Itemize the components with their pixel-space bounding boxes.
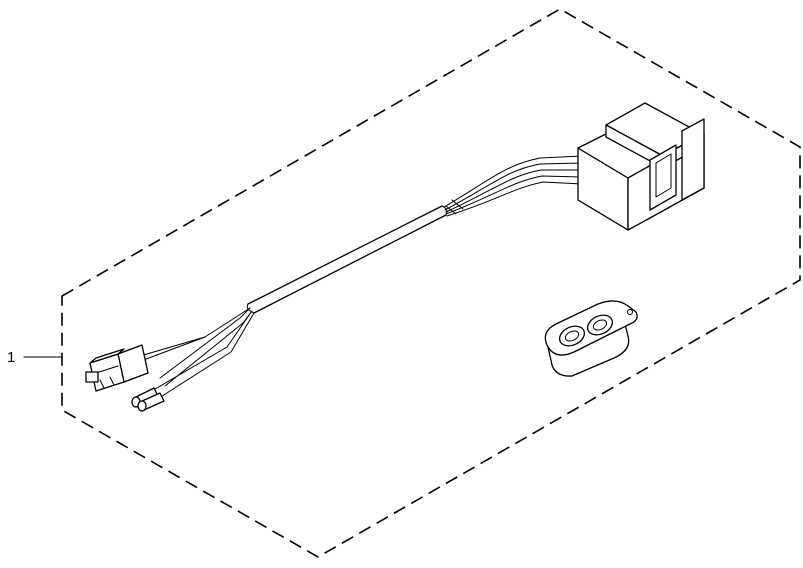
harness-wire-bundle [443,155,583,217]
wiring-harness [85,155,583,412]
relay-control-unit [577,102,705,231]
callout-label-1: 1 [7,349,15,366]
remote-transmitter-fob [544,300,638,377]
kit-boundary-dashed-outline [61,8,801,558]
fob-button-right [586,314,614,336]
two-pin-connector [85,344,149,392]
fob-button-left [558,325,586,347]
harness-main-cable [247,205,447,314]
bullet-terminals [131,387,165,412]
harness-branch-wires [139,307,255,401]
